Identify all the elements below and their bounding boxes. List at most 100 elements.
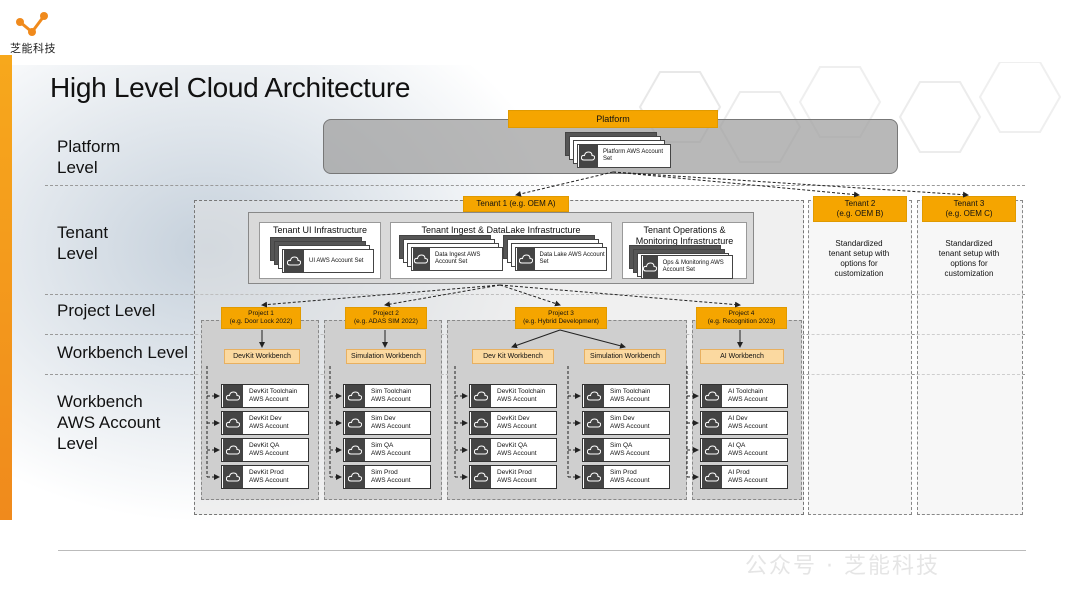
cloud-icon [702, 385, 722, 407]
ui-infrastructure: Tenant UI Infrastructure UI AWS Account … [259, 222, 381, 279]
cloud-icon [643, 256, 658, 278]
cloud-icon [471, 385, 491, 407]
cloud-icon [284, 250, 304, 272]
cloud-icon [702, 466, 722, 488]
page-title: High Level Cloud Architecture [50, 72, 411, 103]
platform-account-set: Platform AWS Account Set [565, 132, 671, 168]
tenant-infrastructure-group: Tenant UI Infrastructure UI AWS Account … [248, 212, 754, 284]
cloud-icon [471, 466, 491, 488]
cloud-icon [471, 412, 491, 434]
cloud-icon [702, 412, 722, 434]
cloud-icon [584, 385, 604, 407]
project-level-label: Project Level [57, 301, 156, 320]
workbench-level-label: Workbench Level [57, 343, 189, 362]
workbench-simulation-hybrid: Simulation Workbench [584, 349, 666, 364]
ui-account-set: UI AWS Account Set [309, 257, 364, 264]
accent-sidebar-bar [0, 55, 12, 520]
cloud-icon [345, 466, 365, 488]
logo-icon [16, 12, 48, 36]
divider-platform [45, 185, 1025, 186]
data-lake-account-set: Data Lake AWS Account Set [539, 252, 605, 265]
watermark: 公众号 · 芝能科技 [745, 554, 940, 579]
workbench-devkit: DevKit Workbench [224, 349, 300, 364]
tenant3-header: Tenant 3(e.g. OEM C) [922, 196, 1016, 222]
workbench-simulation: Simulation Workbench [346, 349, 426, 364]
ops-monitoring-infrastructure: Tenant Operations & Monitoring Infrastru… [622, 222, 747, 279]
workbench-ai: AI Workbench [700, 349, 784, 364]
project3-header: Project 3(e.g. Hybrid Development) [515, 307, 607, 329]
project2-header: Project 2(e.g. ADAS SIM 2022) [345, 307, 427, 329]
platform-header: Platform [508, 110, 718, 128]
project1-header: Project 1(e.g. Door Lock 2022) [221, 307, 301, 329]
cloud-icon [413, 248, 430, 270]
data-ingest-account-set: Data Ingest AWS Account Set [434, 252, 481, 265]
cloud-icon [223, 412, 243, 434]
cloud-icon [223, 385, 243, 407]
cloud-icon [345, 412, 365, 434]
cloud-icon [702, 439, 722, 461]
tenant2-header: Tenant 2(e.g. OEM B) [813, 196, 907, 222]
tenant3-container [917, 200, 1023, 515]
project4-header: Project 4(e.g. Recognition 2023) [696, 307, 787, 329]
account-level-label: Workbench AWS Account Level [57, 392, 161, 453]
tenant-level-label: Tenant Level [57, 223, 109, 263]
tenant3-description: Standardized tenant setup with options f… [938, 239, 1000, 278]
ingest-datalake-infrastructure: Tenant Ingest & DataLake Infrastructure … [390, 222, 612, 279]
cloud-icon [471, 439, 491, 461]
platform-level-label: Platform Level [57, 137, 121, 177]
workbench-devkit-hybrid: Dev Kit Workbench [472, 349, 554, 364]
ops-account-set: Ops & Monitoring AWS Account Set [662, 260, 724, 273]
cloud-icon [223, 439, 243, 461]
cloud-icon [584, 412, 604, 434]
tenant2-description: Standardized tenant setup with options f… [828, 239, 890, 278]
cloud-icon [345, 439, 365, 461]
logo-text: 芝能科技 [10, 42, 56, 55]
cloud-icon [579, 145, 598, 167]
cloud-icon [584, 466, 604, 488]
cloud-icon [584, 439, 604, 461]
footer-divider [58, 550, 1026, 551]
tenant2-container [808, 200, 912, 515]
cloud-icon [517, 248, 535, 270]
cloud-icon [223, 466, 243, 488]
